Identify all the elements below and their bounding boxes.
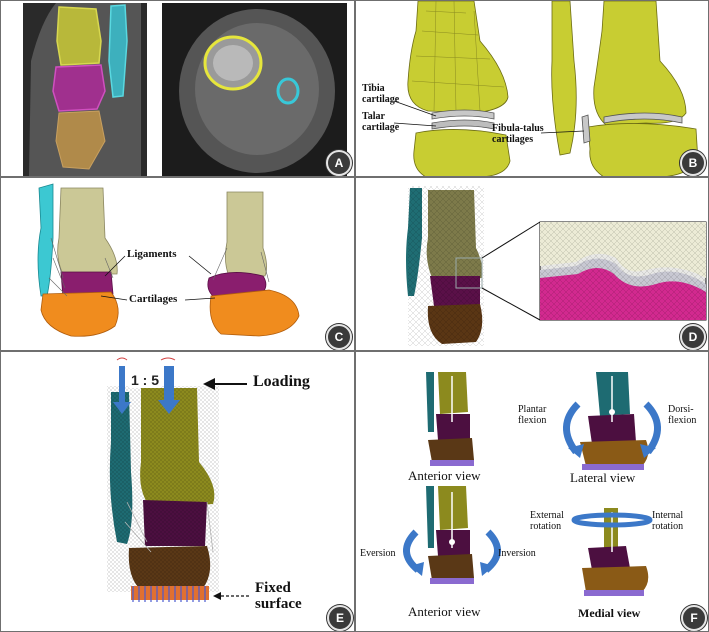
label-cartilages: Cartilages xyxy=(129,293,178,305)
tibia-c xyxy=(57,187,118,275)
label-loading: Loading xyxy=(253,373,310,390)
panel-label-e: E xyxy=(327,605,353,631)
tibia-c-right xyxy=(225,191,267,277)
label-inversion: Inversion xyxy=(498,548,536,559)
fibula-contour xyxy=(276,77,300,105)
talus-segmentation xyxy=(52,64,106,112)
calcaneus-segmentation xyxy=(55,110,106,170)
label-anterior-view-bottom: Anterior view xyxy=(408,604,481,619)
boundary-conditions xyxy=(107,357,249,602)
load-arrow-tibia xyxy=(164,366,174,404)
panel-label-d: D xyxy=(680,324,706,350)
ct-scan-images xyxy=(1,1,354,176)
panel-label-c: C xyxy=(326,324,352,350)
label-dorsiflexion: Dorsi-flexion xyxy=(668,404,697,426)
label-eversion: Eversion xyxy=(360,548,396,559)
tibia-model xyxy=(407,1,509,114)
lateral-view xyxy=(563,372,661,470)
fibula-segmentation xyxy=(108,4,128,98)
panel-label-b: B xyxy=(680,150,706,176)
load-ratio: 1 : 5 xyxy=(129,372,162,388)
label-anterior-view-top: Anterior view xyxy=(408,468,481,483)
mesh-detail xyxy=(406,186,707,346)
tibia-model-right xyxy=(593,1,687,126)
anterior-view-top xyxy=(426,372,474,466)
tibia-segmentation xyxy=(56,6,102,66)
ligament-model xyxy=(37,183,300,337)
cartilage-models xyxy=(393,1,699,176)
medial-view xyxy=(571,508,653,596)
calcaneus-c-right xyxy=(209,289,300,337)
talar-cartilage xyxy=(431,119,495,130)
fibula-model xyxy=(551,1,577,156)
anterior-view-bottom xyxy=(403,486,501,584)
fixed-surface xyxy=(131,586,209,600)
fibula-c xyxy=(37,183,54,297)
panel-a: A xyxy=(0,0,355,177)
label-lateral-view: Lateral view xyxy=(570,470,636,485)
talus-model xyxy=(413,129,511,176)
panel-label-f: F xyxy=(681,605,707,631)
panel-c: Ligaments Cartilages C xyxy=(0,177,355,351)
label-ligaments: Ligaments xyxy=(127,248,177,260)
panel-d: D xyxy=(355,177,709,351)
calcaneus-c xyxy=(40,291,119,337)
load-arrow-fibula xyxy=(119,366,125,404)
motion-views xyxy=(403,372,661,596)
fibula-talus-cartilage xyxy=(581,114,591,144)
label-medial-view: Medial view xyxy=(578,606,641,620)
tibia-cartilage xyxy=(431,109,495,120)
panel-f: Anterior view Lateral view Anterior view… xyxy=(355,351,709,632)
panel-label-a: A xyxy=(326,150,352,176)
